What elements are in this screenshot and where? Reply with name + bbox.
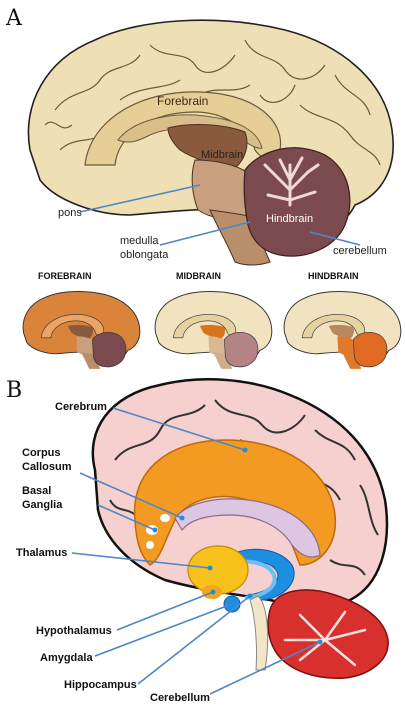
label-hypothalamus: Hypothalamus [36,625,112,637]
panel-b-brain [72,379,388,694]
label-basal-1: Basal [22,485,51,497]
panel-b-letter: B [6,378,22,403]
thumb-midbrain [155,291,272,368]
thumb-title-hindbrain: HINDBRAIN [308,271,359,281]
label-cerebellum-b: Cerebellum [150,692,210,704]
label-thalamus: Thalamus [16,547,67,559]
label-pons: pons [58,207,82,219]
label-midbrain: Midbrain [201,149,243,161]
thumb-hindbrain [284,291,401,368]
label-hindbrain: Hindbrain [266,213,313,225]
panel-a-brain [28,20,393,265]
label-corpus-1: Corpus [22,447,61,459]
label-cerebrum: Cerebrum [55,401,107,413]
label-hippocampus: Hippocampus [64,679,137,691]
label-cerebellum-a: cerebellum [333,245,387,257]
label-medulla-2: oblongata [120,249,169,261]
label-amygdala: Amygdala [40,652,93,664]
thumb-forebrain [23,291,140,368]
label-corpus-2: Callosum [22,461,72,473]
brainstem-b [250,596,268,670]
label-forebrain: Forebrain [157,94,208,108]
label-medulla-1: medulla [120,235,159,247]
thumb-title-forebrain: FOREBRAIN [38,271,92,281]
label-basal-2: Ganglia [22,499,63,511]
thumb-title-midbrain: MIDBRAIN [176,271,221,281]
